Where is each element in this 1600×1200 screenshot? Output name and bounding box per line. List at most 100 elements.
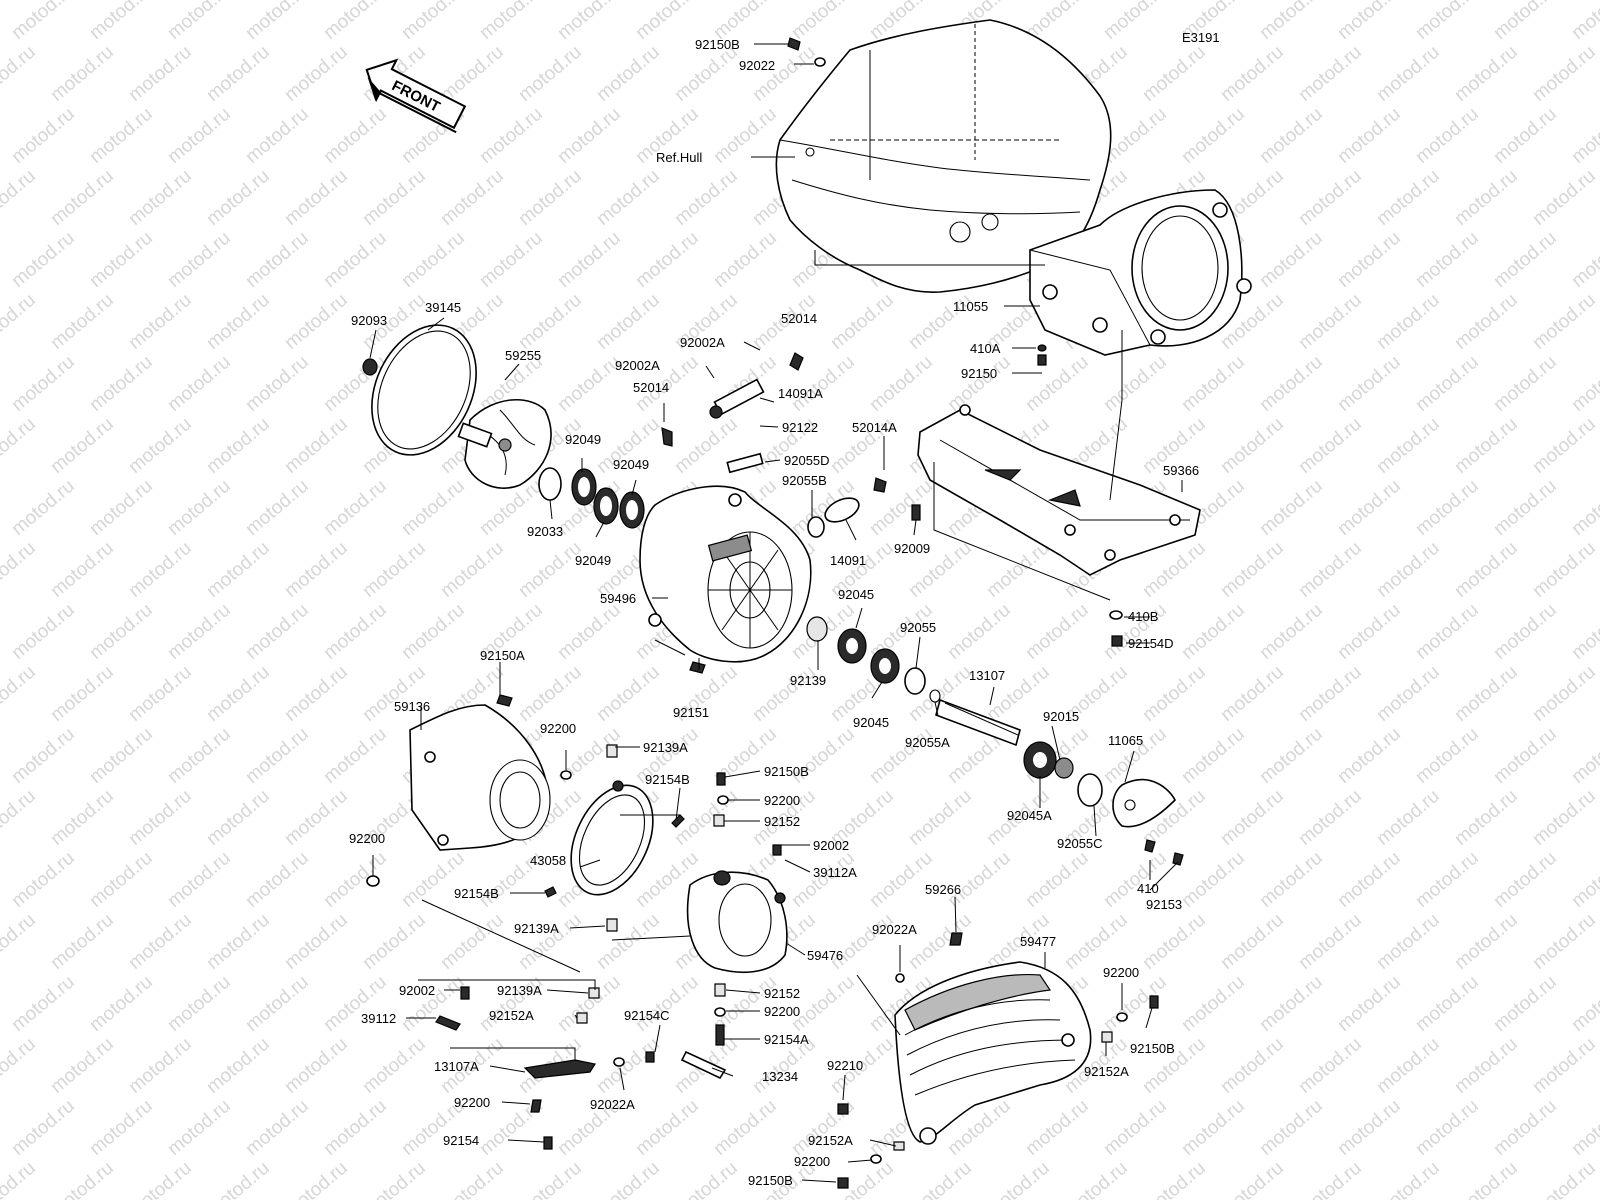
hardware-small-parts: [366, 37, 1184, 1189]
watermark-text: motod.ru: [1490, 104, 1561, 168]
watermark-text: motod.ru: [1451, 910, 1522, 974]
watermark-text: motod.ru: [47, 910, 118, 974]
watermark-text: motod.ru: [203, 538, 274, 602]
label-92055a: 92055A: [905, 735, 950, 750]
watermark-text: motod.ru: [1373, 166, 1444, 230]
label-92049-1: 92049: [565, 432, 601, 447]
watermark-text: motod.ru: [1061, 1158, 1132, 1200]
watermark-text: motod.ru: [1373, 786, 1444, 850]
watermark-text: motod.ru: [1334, 0, 1405, 44]
watermark-text: motod.ru: [710, 104, 781, 168]
intake-housing: [1029, 189, 1252, 356]
label-92152a-2: 92152A: [1084, 1064, 1129, 1079]
watermark-text: motod.ru: [515, 662, 586, 726]
label-92152a-3: 92152A: [808, 1133, 853, 1148]
label-11065: 11065: [1108, 733, 1143, 748]
watermark-text: motod.ru: [476, 228, 547, 292]
watermark-text: motod.ru: [905, 1158, 976, 1200]
watermark-text: motod.ru: [8, 104, 79, 168]
label-92022a-1: 92022A: [872, 922, 917, 937]
o-ring-92033: [538, 467, 562, 501]
label-410: 410: [1137, 881, 1159, 896]
watermark-text: motod.ru: [242, 848, 313, 912]
label-92154: 92154: [443, 1133, 479, 1148]
watermark-text: motod.ru: [1178, 972, 1249, 1036]
watermark-text: motod.ru: [437, 1158, 508, 1200]
watermark-text: motod.ru: [8, 476, 79, 540]
watermark-text: motod.ru: [1178, 848, 1249, 912]
watermark-text: motod.ru: [1568, 600, 1600, 664]
watermark-text: motod.ru: [203, 1034, 274, 1098]
watermark-text: motod.ru: [125, 414, 196, 478]
label-92122: 92122: [782, 420, 818, 435]
watermark-text: motod.ru: [1217, 662, 1288, 726]
watermark-text: motod.ru: [47, 290, 118, 354]
watermark-text: motod.ru: [1529, 910, 1600, 974]
watermark-text: motod.ru: [1256, 104, 1327, 168]
watermark-text: motod.ru: [944, 600, 1015, 664]
label-14091: 14091: [830, 553, 866, 568]
watermark-text: motod.ru: [125, 662, 196, 726]
watermark-text: motod.ru: [515, 1158, 586, 1200]
pump-case: [639, 485, 812, 663]
label-92154a: 92154A: [764, 1032, 809, 1047]
watermark-text: motod.ru: [1295, 42, 1366, 106]
watermark-text: motod.ru: [1412, 476, 1483, 540]
label-59255: 59255: [505, 348, 541, 363]
watermark-text: motod.ru: [0, 848, 1, 912]
watermark-text: motod.ru: [398, 476, 469, 540]
sticker-92055D: [726, 452, 764, 474]
watermark-text: motod.ru: [983, 1158, 1054, 1200]
watermark-text: motod.ru: [125, 1034, 196, 1098]
watermark-text: motod.ru: [1256, 848, 1327, 912]
watermark-text: motod.ru: [8, 972, 79, 1036]
watermark-text: motod.ru: [1256, 476, 1327, 540]
watermark-text: motod.ru: [242, 104, 313, 168]
label-92022-top: 92022: [739, 58, 775, 73]
label-410a: 410A: [970, 341, 1001, 356]
watermark-text: motod.ru: [1256, 352, 1327, 416]
watermark-text: motod.ru: [710, 228, 781, 292]
watermark-text: motod.ru: [1100, 0, 1171, 44]
label-92200-b: 92200: [764, 793, 800, 808]
watermark-text: motod.ru: [398, 848, 469, 912]
label-92033: 92033: [527, 524, 563, 539]
watermark-text: motod.ru: [86, 972, 157, 1036]
cap-92093: [362, 358, 378, 376]
label-92150: 92150: [961, 366, 997, 381]
watermark-text: motod.ru: [1451, 414, 1522, 478]
watermark-text: motod.ru: [1529, 290, 1600, 354]
label-92154d: 92154D: [1128, 636, 1174, 651]
watermark-text: motod.ru: [515, 910, 586, 974]
watermark-text: motod.ru: [1334, 848, 1405, 912]
label-92045-2: 92045: [853, 715, 889, 730]
label-92152-1: 92152: [764, 814, 800, 829]
watermark-text: motod.ru: [554, 972, 625, 1036]
watermark-text: motod.ru: [593, 290, 664, 354]
watermark-text: motod.ru: [164, 972, 235, 1036]
watermark-text: motod.ru: [437, 166, 508, 230]
watermark-text: motod.ru: [1256, 600, 1327, 664]
watermark-text: motod.ru: [1178, 724, 1249, 788]
watermark-text: motod.ru: [1295, 786, 1366, 850]
watermark-text: motod.ru: [359, 166, 430, 230]
label-92139a-2: 92139A: [514, 921, 559, 936]
label-39112: 39112: [361, 1011, 396, 1026]
pump-cap-11065: [1112, 778, 1176, 828]
watermark-text: motod.ru: [827, 910, 898, 974]
watermark-text: motod.ru: [47, 166, 118, 230]
watermark-text: motod.ru: [1490, 972, 1561, 1036]
shaft-13234: [680, 1050, 727, 1080]
steering-nozzle: [686, 870, 788, 973]
watermark-text: motod.ru: [320, 724, 391, 788]
watermark-text: motod.ru: [515, 538, 586, 602]
watermark-text: motod.ru: [671, 166, 742, 230]
label-92200-g: 92200: [794, 1154, 830, 1169]
label-92151: 92151: [673, 705, 709, 720]
watermark-text: motod.ru: [1529, 1034, 1600, 1098]
watermark-text: motod.ru: [398, 228, 469, 292]
watermark-text: motod.ru: [632, 228, 703, 292]
watermark-text: motod.ru: [281, 538, 352, 602]
watermark-text: motod.ru: [1451, 42, 1522, 106]
watermark-text: motod.ru: [1490, 0, 1561, 44]
